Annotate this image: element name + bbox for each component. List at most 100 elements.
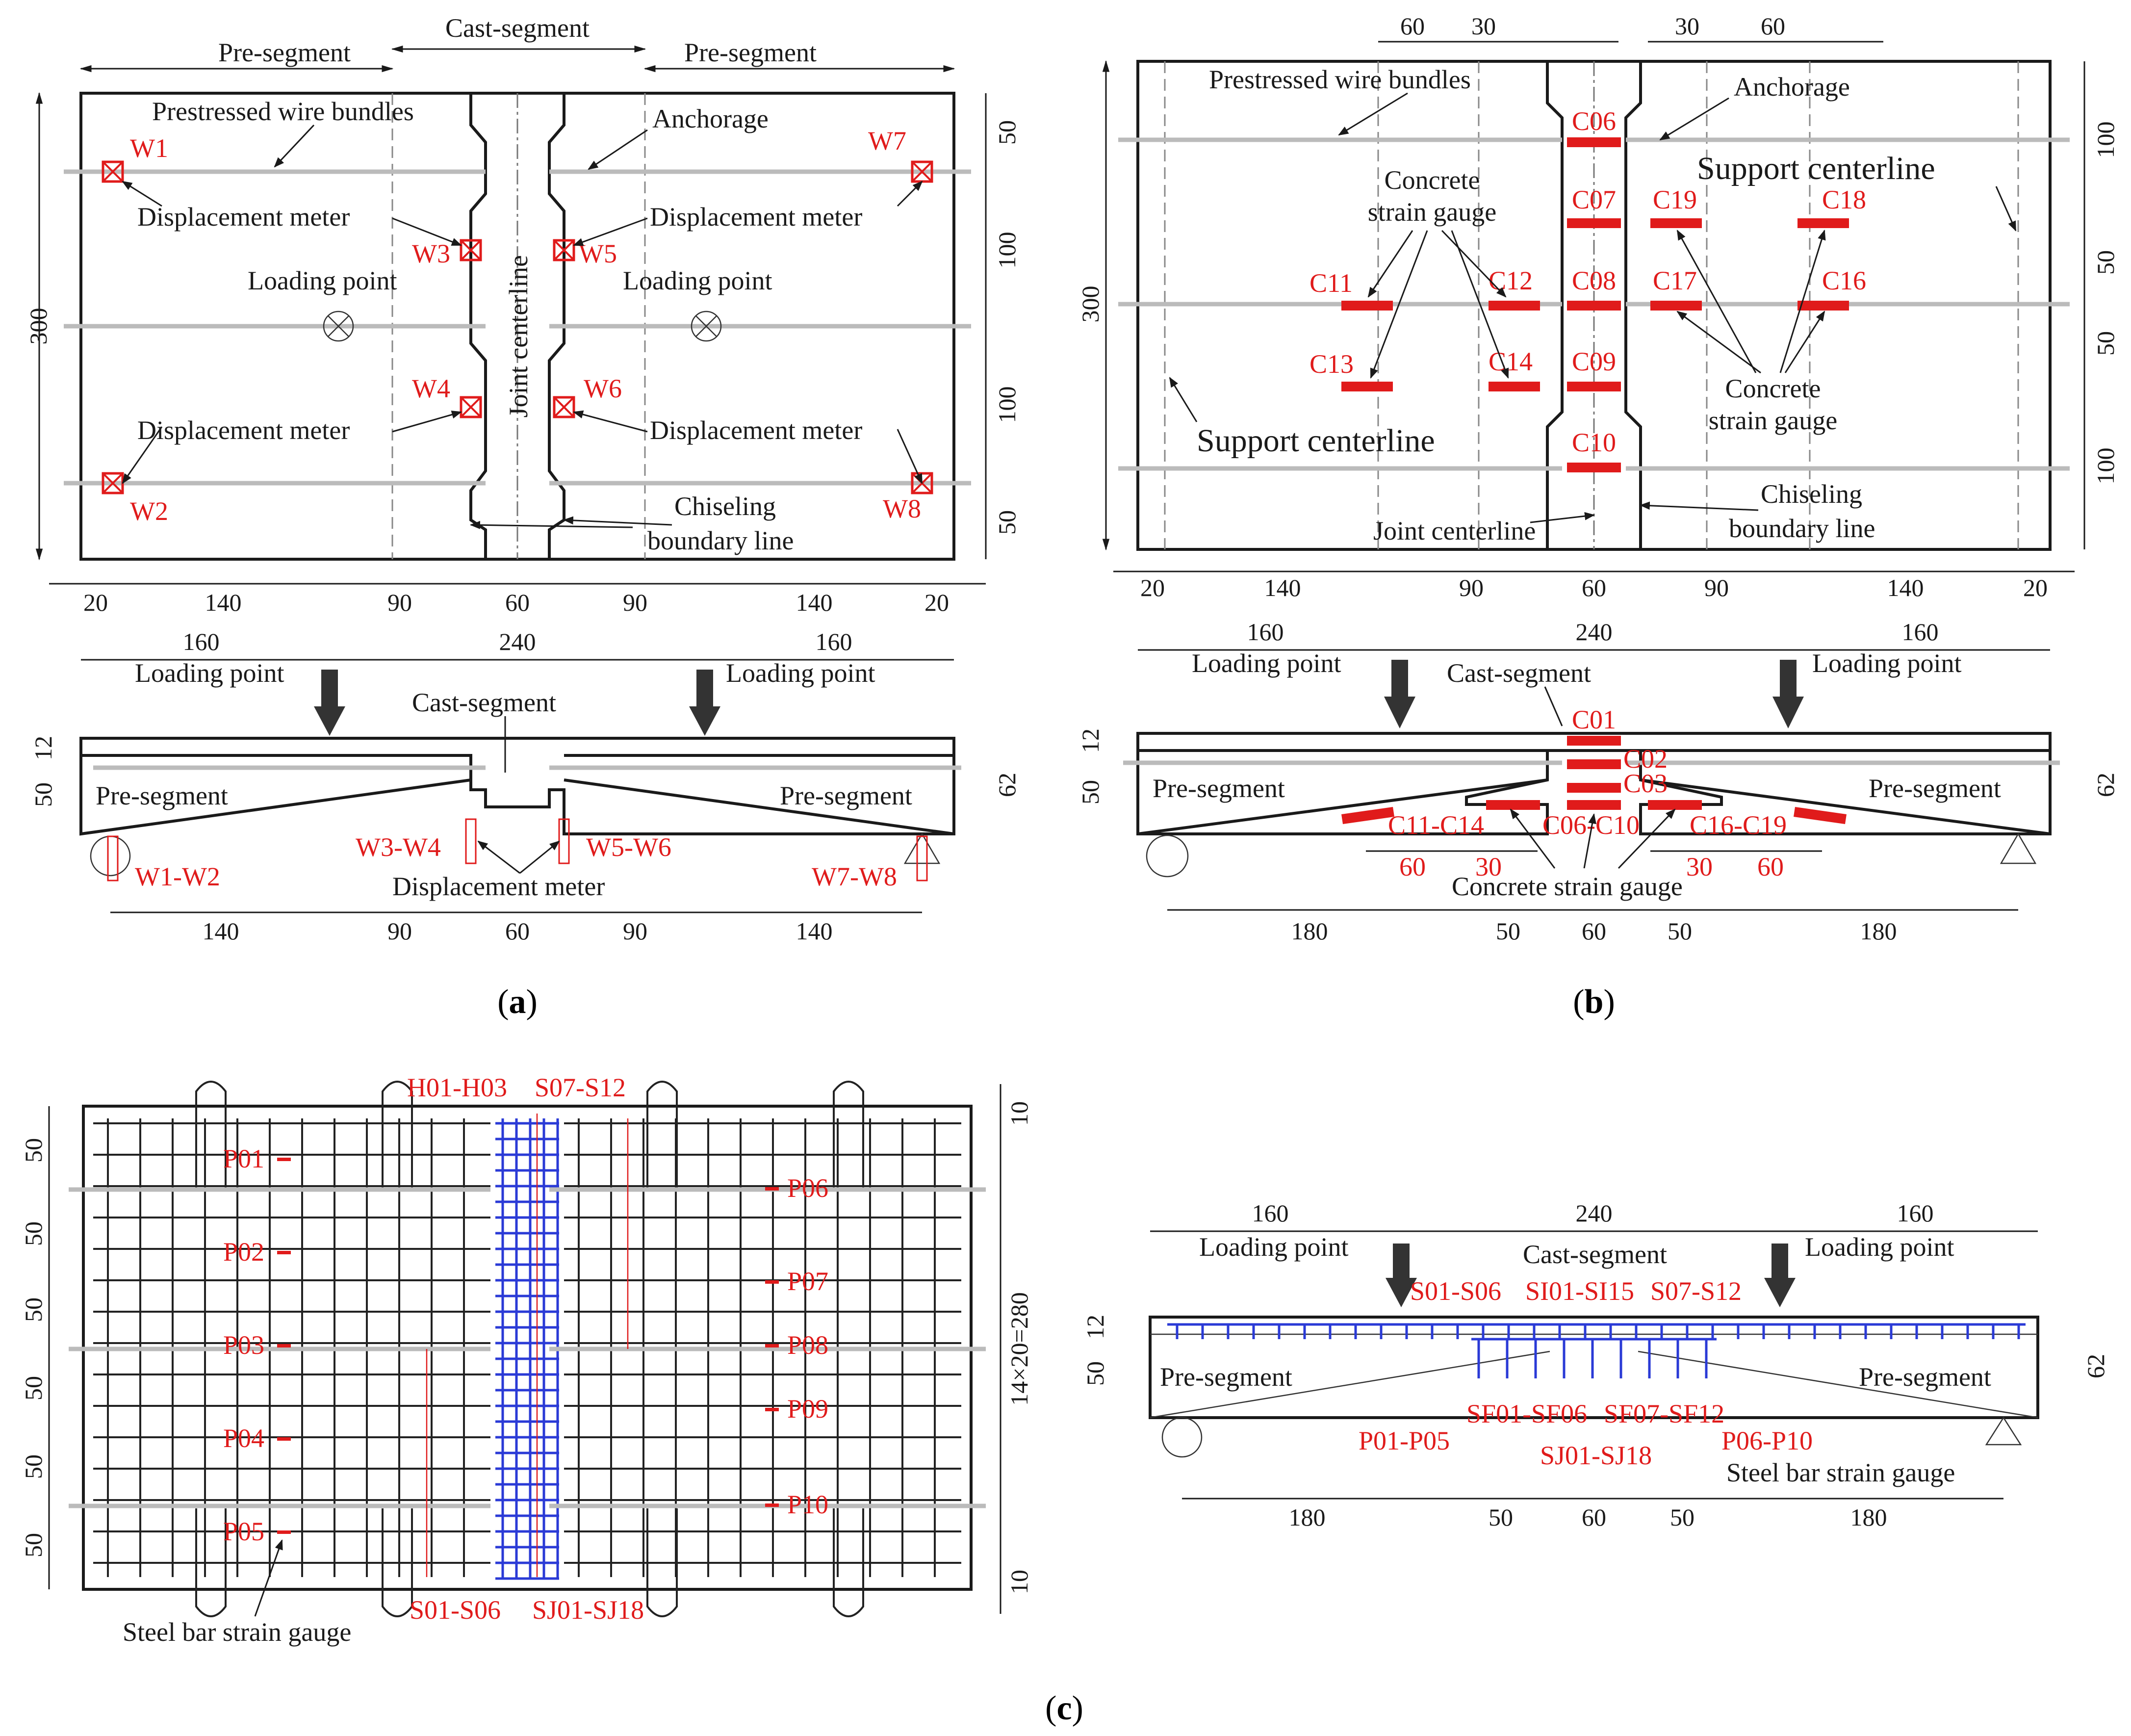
c16-label: C16 (1822, 266, 1866, 295)
dim-a-e1: 160 (183, 628, 220, 655)
panel-a: Pre-segment Cast-segment Pre-segment (25, 13, 1021, 1021)
rebar-grid-joint (495, 1118, 559, 1580)
panel-b: 60 30 30 60 (1077, 12, 2119, 1021)
support-centerline-label-1: Support centerline (1697, 151, 1935, 186)
dim-c-r3: 10 (1005, 1570, 1033, 1594)
disp-meter-label-3: Displacement meter (137, 415, 350, 445)
dim-a-b5: 90 (623, 589, 647, 616)
disp-meter-label-4: Displacement meter (650, 415, 862, 445)
meter-w4-icon (460, 396, 482, 418)
dim-b-e1: 160 (1247, 618, 1284, 646)
dim-b-t2: 30 (1471, 12, 1496, 40)
pre-segment-right-label: Pre-segment (684, 38, 817, 67)
dim-a-eb1: 140 (203, 917, 239, 945)
dim-c-r2: 14×20=280 (1005, 1292, 1033, 1405)
dim-c-l3: 50 (20, 1297, 47, 1322)
caption-c: (c) (1045, 1689, 1083, 1727)
dim-b-eb4: 50 (1668, 917, 1692, 945)
dim-b-e3: 160 (1902, 618, 1939, 646)
c01-label: C01 (1572, 705, 1616, 734)
p02-label: P02 (223, 1237, 264, 1267)
concrete-gauge-elev-b: Concrete strain gauge (1452, 872, 1683, 901)
c09-label: C09 (1572, 347, 1616, 376)
meter-w3-icon (460, 239, 482, 261)
dim-c-l4: 50 (20, 1376, 47, 1400)
dim-b-t1: 60 (1400, 12, 1425, 40)
dim-c-el2: 50 (1081, 1361, 1109, 1386)
pin-support-c-icon (1985, 1416, 2022, 1446)
dim-c-eb3: 60 (1582, 1503, 1606, 1531)
panel-c: P01 P02 P03 P04 P05 P06 P07 P08 P09 P10 … (20, 1073, 2109, 1727)
loading-point-label-b2: Loading point (1812, 648, 1961, 678)
p08-label: P08 (787, 1330, 828, 1360)
dim-a-eb3: 60 (505, 917, 530, 945)
roller-support-a-icon (90, 835, 131, 877)
pre-segment-elev-a-left: Pre-segment (96, 781, 228, 810)
pre-segment-c-left: Pre-segment (1160, 1362, 1292, 1392)
dim-b-el2: 50 (1077, 780, 1104, 804)
dim-b-r1: 100 (2092, 122, 2119, 158)
dim-a-b2: 140 (205, 589, 242, 616)
dim-a-eb2: 90 (387, 917, 412, 945)
c10-label: C10 (1572, 428, 1616, 457)
cast-segment-label-elev-a: Cast-segment (412, 688, 556, 717)
dim-b-b5: 90 (1704, 574, 1729, 601)
strain-gauge-label-b1: strain gauge (1368, 197, 1496, 227)
pre-segment-elev-a-right: Pre-segment (780, 781, 912, 810)
disp-meter-elev-a: Displacement meter (392, 872, 605, 901)
dim-b-i2: 30 (1475, 852, 1502, 881)
cast-segment-label-b: Cast-segment (1447, 658, 1591, 688)
sf07-sf12-label: SF07-SF12 (1604, 1399, 1724, 1428)
dim-a-eb4: 90 (623, 917, 647, 945)
dim-c-l2: 50 (20, 1221, 47, 1246)
elevation-a-outline (79, 737, 961, 836)
displacement-meters-a (102, 160, 933, 494)
p05-label: P05 (223, 1517, 264, 1546)
w7-w8-label: W7-W8 (812, 862, 897, 891)
dim-a-e2: 240 (499, 628, 536, 655)
c06-c10-label: C06-C10 (1542, 810, 1640, 840)
p03-label: P03 (223, 1330, 264, 1360)
dim-c-l1: 50 (20, 1138, 47, 1163)
p10-label: P10 (787, 1490, 828, 1519)
dim-b-t3: 30 (1675, 12, 1699, 40)
dim-c-el1: 12 (1081, 1315, 1109, 1339)
dim-a-el2: 50 (29, 782, 57, 807)
c06-label: C06 (1572, 106, 1616, 136)
pre-segment-c-right: Pre-segment (1859, 1362, 1991, 1392)
w7-label: W7 (868, 126, 906, 155)
chiseling-label-b1: Chiseling (1761, 479, 1862, 509)
dim-b-i4: 60 (1757, 852, 1784, 881)
caption-b: (b) (1573, 983, 1615, 1021)
concrete-label-b1: Concrete (1385, 165, 1480, 195)
anchorage-label: Anchorage (652, 104, 769, 133)
dim-b-i3: 30 (1686, 852, 1713, 881)
dim-c-l6: 50 (20, 1533, 47, 1557)
dim-a-left: 300 (25, 308, 52, 345)
dim-b-b7: 20 (2023, 574, 2048, 601)
u-bars (195, 1081, 864, 1617)
dim-c-e3: 160 (1897, 1199, 1934, 1227)
steel-gauge-label-c1: Steel bar strain gauge (123, 1617, 351, 1647)
chiseling-label-b2: boundary line (1729, 514, 1875, 543)
pre-segment-elev-b-right: Pre-segment (1869, 774, 2001, 803)
meter-w5-icon (553, 239, 575, 261)
joint-centerline-label-a: Joint centerline (504, 255, 533, 417)
si01-si15-label: SI01-SI15 (1525, 1276, 1634, 1306)
dim-b-left: 300 (1077, 286, 1104, 323)
dim-b-eb1: 180 (1291, 917, 1328, 945)
dim-b-b6: 140 (1887, 574, 1924, 601)
dim-b-b3: 90 (1459, 574, 1484, 601)
dim-a-el1: 12 (29, 736, 57, 760)
pre-segment-elev-b-left: Pre-segment (1153, 774, 1285, 803)
steel-gauge-label-c2: Steel bar strain gauge (1726, 1458, 1955, 1487)
strain-gauge-label-b2: strain gauge (1709, 406, 1837, 435)
dim-a-b4: 60 (505, 589, 530, 616)
dim-b-r3: 50 (2092, 331, 2119, 356)
c12-label: C12 (1489, 266, 1533, 295)
s01-s06-elev-label: S01-S06 (1410, 1276, 1501, 1306)
pin-support-a-icon (903, 832, 941, 864)
dim-a-e3: 160 (816, 628, 852, 655)
s07-s12-label: S07-S12 (535, 1073, 626, 1102)
